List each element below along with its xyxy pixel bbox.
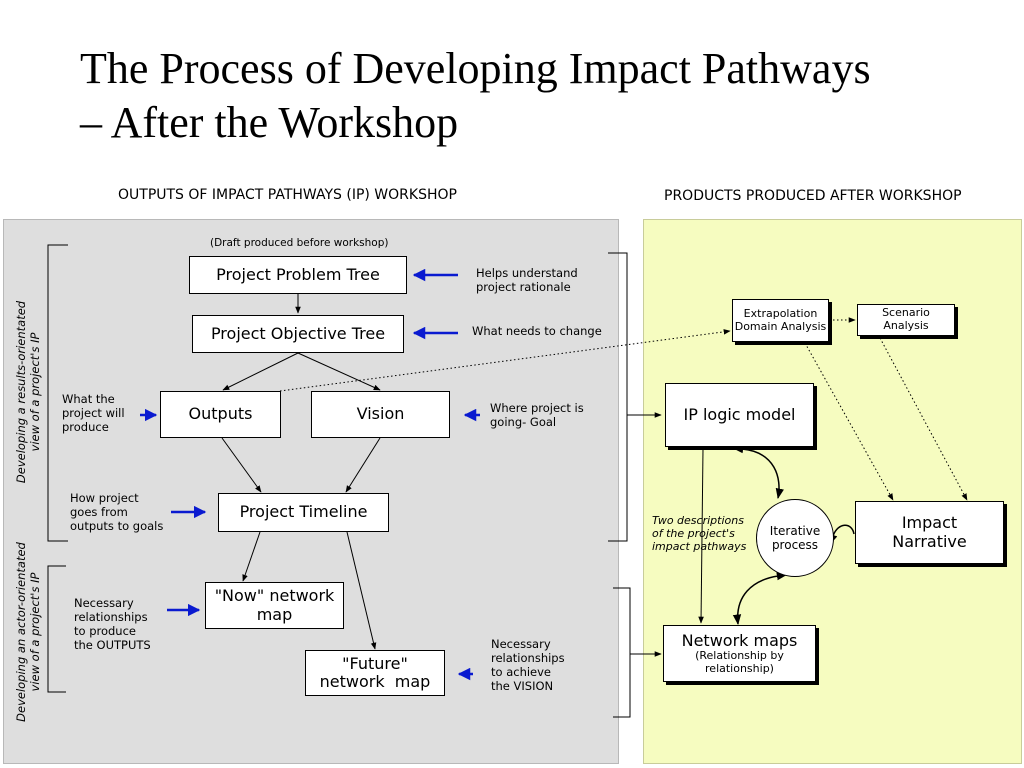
actor-orientated-side-label: Developing an actor-orientated view of a… bbox=[14, 542, 42, 722]
left-column-header: OUTPUTS OF IMPACT PATHWAYS (IP) WORKSHOP bbox=[118, 187, 457, 203]
slide-title: The Process of Developing Impact Pathway… bbox=[80, 42, 980, 150]
vision-label: Vision bbox=[356, 404, 405, 424]
timeline-to-now-map-arrow bbox=[242, 531, 261, 582]
project-objective-tree-label: Project Objective Tree bbox=[210, 323, 386, 343]
scenario-to-narrative-dotted bbox=[879, 337, 968, 501]
network-maps-label: Network maps bbox=[681, 630, 798, 650]
outputs-label: Outputs bbox=[188, 404, 253, 424]
results-output-bracket bbox=[608, 252, 628, 542]
outputs-note: What the project will produce bbox=[62, 392, 125, 434]
future-network-map-label: "Future" network map bbox=[319, 653, 431, 691]
iterative-narrative-curve bbox=[829, 524, 855, 545]
actor-output-bracket bbox=[613, 587, 631, 718]
project-problem-tree-label: Project Problem Tree bbox=[216, 264, 380, 284]
iterative-process-circle: Iterative process bbox=[756, 499, 834, 577]
objective-to-outputs-arrow bbox=[222, 352, 299, 391]
right-column-header: PRODUCTS PRODUCED AFTER WORKSHOP bbox=[664, 188, 962, 204]
vision-note: Where project is going- Goal bbox=[490, 401, 584, 429]
future-network-map-box: "Future" network map bbox=[305, 650, 445, 696]
project-timeline-label: Project Timeline bbox=[239, 502, 368, 522]
network-maps-box: Network maps (Relationship by relationsh… bbox=[663, 625, 816, 682]
problem-tree-note: Helps understand project rationale bbox=[476, 266, 578, 294]
vision-to-timeline-arrow bbox=[345, 437, 381, 493]
project-objective-tree-box: Project Objective Tree bbox=[192, 315, 404, 353]
now-network-map-box: "Now" network map bbox=[205, 582, 344, 629]
extrapolation-to-narrative-dotted bbox=[804, 342, 894, 501]
ip-logic-iterative-curve bbox=[732, 444, 784, 500]
extrapolation-domain-analysis-box: Extrapolation Domain Analysis bbox=[732, 299, 829, 342]
now-map-note: Necessary relationships to produce the O… bbox=[74, 596, 151, 652]
results-orientated-side-label: Developing a results-orientated view of … bbox=[14, 300, 42, 484]
project-problem-tree-box: Project Problem Tree bbox=[189, 256, 407, 294]
iterative-network-maps-curve bbox=[732, 572, 788, 626]
timeline-note: How project goes from outputs to goals bbox=[70, 491, 164, 533]
results-bracket bbox=[47, 244, 68, 542]
ip-logic-network-maps-link bbox=[698, 442, 706, 624]
actor-bracket bbox=[47, 565, 66, 693]
outputs-to-timeline-arrow bbox=[221, 437, 262, 493]
title-line-2: – After the Workshop bbox=[80, 98, 459, 147]
scenario-analysis-box: Scenario Analysis bbox=[857, 304, 955, 336]
objective-to-vision-arrow bbox=[297, 352, 381, 391]
title-line-1: The Process of Developing Impact Pathway… bbox=[80, 44, 871, 93]
ip-logic-model-label: IP logic model bbox=[683, 404, 796, 424]
project-timeline-box: Project Timeline bbox=[218, 493, 389, 532]
future-map-note: Necessary relationships to achieve the V… bbox=[491, 637, 565, 693]
ip-logic-model-box: IP logic model bbox=[665, 383, 814, 447]
impact-narrative-box: Impact Narrative bbox=[855, 501, 1004, 564]
outputs-box: Outputs bbox=[160, 391, 281, 438]
draft-note: (Draft produced before workshop) bbox=[210, 237, 389, 249]
now-network-map-label: "Now" network map bbox=[214, 586, 335, 624]
vision-box: Vision bbox=[311, 391, 450, 438]
timeline-to-future-map-arrow bbox=[346, 531, 377, 650]
two-descriptions-note: Two descriptions of the project's impact… bbox=[652, 514, 747, 553]
objective-tree-note: What needs to change bbox=[472, 324, 602, 338]
